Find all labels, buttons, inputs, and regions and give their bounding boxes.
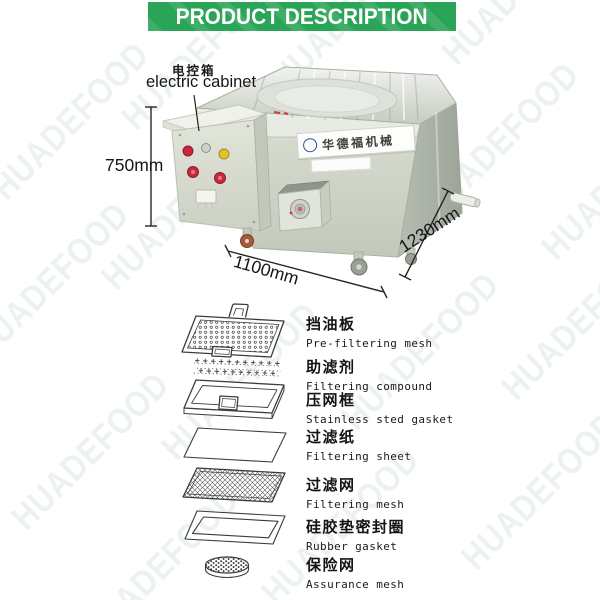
rubber-gasket-drawing	[184, 510, 286, 545]
watermark-text: HUADEFOOD	[533, 93, 600, 268]
steel-highlights	[307, 69, 405, 121]
small-label-sticker	[310, 156, 372, 173]
filter-item-en: Filtering sheet	[306, 450, 412, 463]
dimension-height-label: 750mm	[105, 155, 164, 175]
filter-item-zh: 保险网	[306, 557, 356, 574]
discharge-chute	[277, 180, 332, 232]
dimension-width-label: 1100mm	[231, 251, 302, 289]
filter-item-zh: 过滤网	[306, 477, 356, 494]
filter-item-label: 压网框 Stainless sted gasket	[306, 389, 453, 426]
electric-cabinet	[162, 104, 272, 232]
watermark-text: HUADEFOOD	[73, 478, 248, 600]
cabinet-callout-zh: 电控箱	[172, 64, 216, 78]
brand-name: 华德福机械	[321, 132, 395, 152]
filtering-sheet-drawing	[183, 427, 287, 463]
watermark-text: HUADEFOOD	[0, 193, 138, 368]
filter-item-en: Assurance mesh	[306, 578, 405, 591]
filter-item-en: Filtering compound	[306, 380, 433, 393]
filter-item-label: 过滤网 Filtering mesh	[306, 474, 404, 511]
watermark-text: HUADEFOOD	[0, 33, 158, 208]
filter-item-label: 助滤剂 Filtering compound	[306, 356, 432, 393]
filtering-compound-drawing	[193, 357, 281, 377]
pre-filtering-mesh-drawing	[181, 303, 285, 358]
filter-item-label: 硅胶垫密封圈 Rubber gasket	[306, 516, 405, 553]
filter-item-label: 挡油板 Pre-filtering mesh	[306, 313, 432, 350]
brand-plate: 华德福机械	[296, 124, 416, 160]
filter-item-zh: 硅胶垫密封圈	[306, 519, 406, 536]
filter-item-en: Pre-filtering mesh	[306, 337, 433, 350]
callout-leader-line	[193, 94, 200, 132]
dimension-depth-label: 1230mm	[395, 202, 464, 257]
watermark-text: HUADEFOOD	[413, 53, 588, 228]
filter-item-zh: 压网框	[306, 392, 356, 409]
watermark-text: HUADEFOOD	[493, 233, 600, 408]
banner-title: PRODUCT DESCRIPTION	[176, 3, 428, 29]
steel-streaks	[251, 69, 419, 122]
watermark-text: HUADEFOOD	[433, 0, 600, 73]
press-frame-drawing	[183, 379, 285, 419]
watermark-text: HUADEFOOD	[3, 363, 178, 538]
assurance-mesh-drawing	[204, 556, 250, 579]
red-sticker-marks	[273, 111, 289, 115]
filter-item-zh: 助滤剂	[306, 359, 356, 376]
filter-item-zh: 过滤纸	[306, 429, 356, 446]
watermark-text: HUADEFOOD	[153, 293, 328, 468]
brand-logo-icon	[302, 137, 318, 153]
banner: PRODUCT DESCRIPTION	[148, 2, 456, 31]
watermark-text: HUADEFOOD	[453, 403, 600, 578]
filter-item-zh: 挡油板	[306, 316, 356, 333]
filter-item-en: Filtering mesh	[306, 498, 405, 511]
filter-item-en: Stainless sted gasket	[306, 413, 454, 426]
filter-item-label: 保险网 Assurance mesh	[306, 554, 404, 591]
filtering-mesh-drawing	[182, 467, 286, 503]
filter-item-en: Rubber gasket	[306, 540, 398, 553]
cabinet-callout-en: electric cabinet	[146, 73, 257, 91]
filter-item-label: 过滤纸 Filtering sheet	[306, 426, 411, 463]
